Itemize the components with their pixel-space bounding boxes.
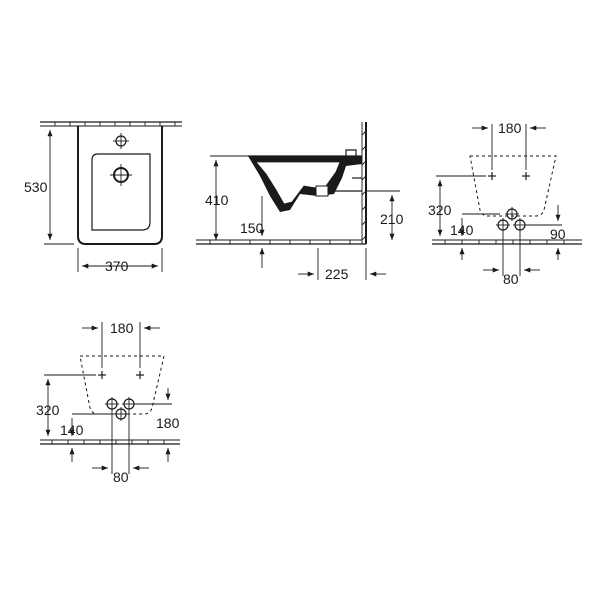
side-supply-height-label: 210 <box>380 211 404 227</box>
mount-top-connection-dim: 90 <box>550 226 566 242</box>
mount-top-connection-spacing: 80 <box>503 271 519 287</box>
wall-hatch <box>54 122 176 126</box>
mount-bottom-bolt-spacing: 180 <box>110 320 134 336</box>
side-projection-label: 225 <box>325 266 349 282</box>
mount-bottom-bolt-height: 320 <box>36 402 60 418</box>
basin-outline <box>91 153 151 231</box>
mount-top-bolt-height: 320 <box>428 202 452 218</box>
front-width-label: 370 <box>105 258 129 274</box>
front-view: 530 370 <box>24 121 182 274</box>
mount-bottom-floor-dim: 140 <box>60 422 84 438</box>
bolt-icon <box>136 371 144 379</box>
mount-top-floor-dim: 140 <box>450 222 474 238</box>
bolt-icon <box>98 371 106 379</box>
bolt-icon <box>488 172 496 180</box>
dashed-outline <box>469 155 557 217</box>
dashed-outline <box>79 355 165 415</box>
mount-bottom-connection-spacing: 80 <box>113 469 129 485</box>
mounting-view-top: 180 320 140 90 80 <box>428 120 582 287</box>
mount-top-bolt-spacing: 180 <box>498 120 522 136</box>
mounting-view-bottom: 180 320 140 180 80 <box>36 320 180 485</box>
bolt-icon <box>522 172 530 180</box>
side-drain-label: 150 <box>240 220 264 236</box>
side-height-label: 410 <box>205 192 229 208</box>
drain-pipe <box>315 185 329 197</box>
bidet-outline <box>77 126 163 245</box>
side-view: 410 150 210 225 <box>196 122 404 282</box>
mount-bottom-connection-dim: 180 <box>156 415 180 431</box>
front-height-label: 530 <box>24 179 48 195</box>
